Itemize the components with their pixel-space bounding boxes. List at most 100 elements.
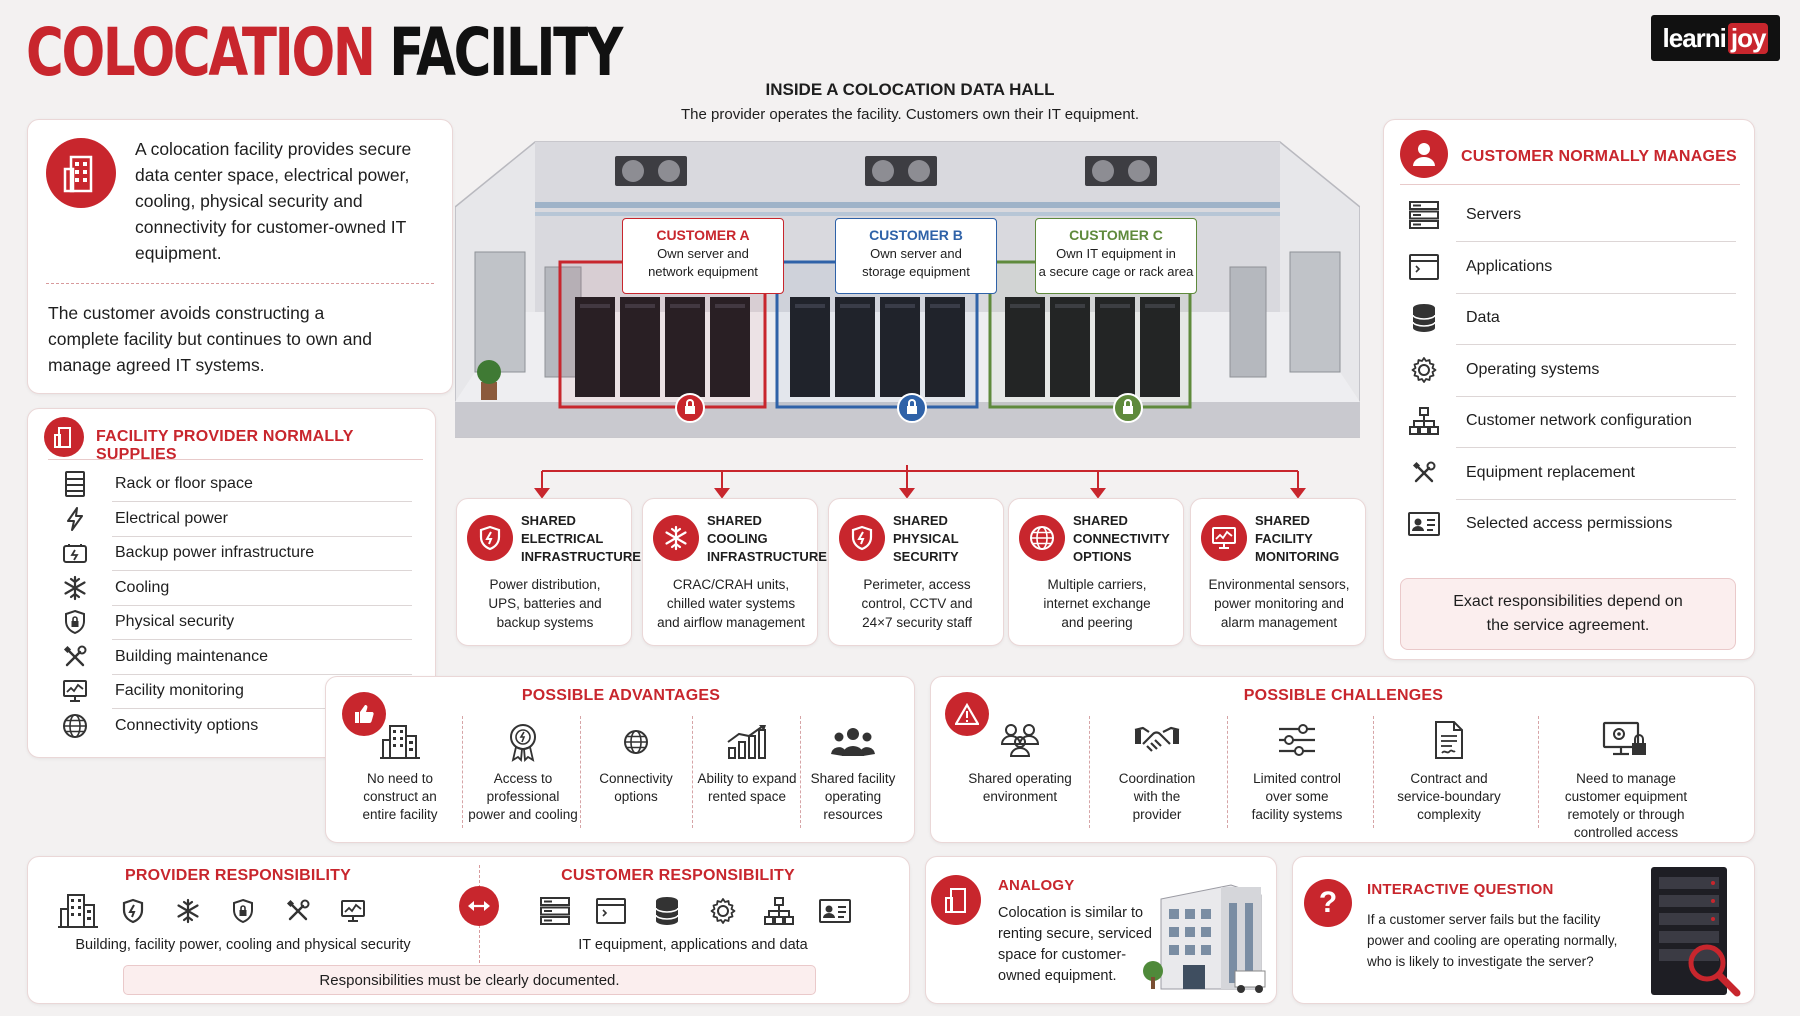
supply-item: Physical security [50, 608, 415, 640]
shared-card-desc-line: chilled water systems [666, 596, 796, 611]
shield-lock-icon [221, 891, 265, 931]
manages-item-label: Customer network configuration [1466, 412, 1692, 429]
supply-item-label: Electrical power [115, 509, 228, 527]
question-card[interactable]: ? INTERACTIVE QUESTION If a customer ser… [1292, 856, 1755, 1004]
shared-card-title-line: SHARED [521, 513, 576, 528]
shared-card-desc-line: 24×7 security staff [862, 615, 972, 630]
shared-card-title-line: ELECTRICAL [521, 531, 604, 546]
shared-card-desc-line: control, CCTV and [861, 596, 973, 611]
intro-divider [46, 283, 434, 284]
analogy-line-4: owned equipment. [998, 968, 1117, 984]
responsibility-note: Exact responsibilities depend on the ser… [1400, 578, 1736, 650]
analogy-line-2: renting secure, serviced [998, 926, 1152, 942]
shared-card-title-line: SHARED [1073, 513, 1128, 528]
challenge-line: service-boundary [1397, 789, 1501, 804]
award-icon [497, 718, 549, 766]
shared-card-desc-line: backup systems [496, 615, 594, 630]
remote-lock-icon [1598, 716, 1654, 764]
network-icon [757, 891, 801, 931]
challenge-line: environment [982, 789, 1058, 804]
manages-item-label: Equipment replacement [1466, 463, 1635, 481]
shield-icon [839, 515, 885, 561]
manages-item-label: Applications [1466, 257, 1553, 275]
challenge-line: provider [1132, 807, 1182, 822]
snowflake-icon [166, 891, 210, 931]
manages-item-label: Data [1466, 309, 1500, 326]
building-icon [46, 138, 116, 208]
office-building-icon [1141, 879, 1269, 997]
globe-icon [610, 718, 662, 766]
thumbs-up-icon [342, 692, 386, 736]
advantage-line: options [614, 789, 658, 804]
building-icon [56, 891, 100, 931]
manages-item: Customer network configuration [1398, 404, 1743, 448]
gear-icon [701, 891, 745, 931]
analogy-card: ANALOGY Colocation is similar to renting… [925, 856, 1277, 1004]
shared-card-desc-line: Environmental sensors, [1208, 577, 1350, 592]
manages-item-label: Servers [1466, 206, 1522, 223]
challenge-line: complexity [1417, 807, 1481, 822]
exchange-arrows-icon [459, 886, 499, 926]
analogy-text: Colocation is similar to renting secure,… [998, 903, 1152, 987]
customer-desc-line-1: Own server and [870, 246, 962, 261]
advantage-line: rented space [707, 789, 787, 804]
gear-icon [1402, 353, 1446, 387]
users-network-icon [992, 716, 1048, 764]
shared-card-desc: Environmental sensors, power monitoring a… [1191, 575, 1367, 632]
advantage-line: professional [486, 789, 560, 804]
intro-card: A colocation facility provides secure da… [27, 119, 453, 394]
challenge-line: remotely or through [1567, 807, 1685, 822]
supply-item-label: Backup power infrastructure [115, 544, 315, 561]
power-plug-icon [467, 515, 513, 561]
manages-item: Equipment replacement [1398, 456, 1743, 500]
monitor-icon [1201, 515, 1247, 561]
lightning-icon [58, 505, 92, 533]
battery-icon [58, 539, 92, 567]
customer-manages-card: CUSTOMER NORMALLY MANAGES Exact responsi… [1383, 119, 1755, 660]
manages-item: Operating systems [1398, 353, 1743, 397]
customer-desc-line-2: a secure cage or rack area [1038, 264, 1194, 279]
analogy-line-1: Colocation is similar to [998, 905, 1144, 921]
shared-card-title-line: COOLING [707, 531, 768, 546]
customer-manages-title: CUSTOMER NORMALLY MANAGES [1461, 148, 1737, 165]
question-mark-icon: ? [1304, 879, 1352, 927]
supply-item-label: Facility monitoring [115, 682, 244, 699]
challenge-line: over some [1265, 789, 1329, 804]
challenge-line: with the [1133, 789, 1181, 804]
supply-item-label: Cooling [115, 578, 170, 596]
shared-card-title-line: MONITORING [1255, 549, 1340, 564]
tools-icon [58, 643, 92, 671]
shared-card-desc-line: alarm management [1220, 615, 1338, 630]
question-line-1: If a customer server fails but the facil… [1367, 912, 1601, 927]
supply-item-label: Connectivity options [115, 716, 259, 734]
building-icon [374, 718, 426, 766]
shared-card-desc-line: CRAC/CRAH units, [672, 577, 790, 592]
analogy-title: ANALOGY [998, 877, 1075, 894]
supply-item-label: Building maintenance [115, 647, 268, 665]
shared-card-desc-line: power monitoring and [1214, 596, 1344, 611]
logo-part1: learni [1662, 22, 1727, 53]
shared-card-title-line: OPTIONS [1073, 549, 1132, 564]
shared-card-desc-line: and peering [1061, 615, 1133, 630]
monitor-icon [58, 677, 92, 705]
supply-item: Cooling [50, 574, 415, 606]
contract-icon [1421, 716, 1477, 764]
challenges-title: POSSIBLE CHALLENGES [1243, 687, 1444, 704]
responsibility-footer: Responsibilities must be clearly documen… [123, 965, 816, 995]
id-card-icon [1402, 507, 1446, 541]
